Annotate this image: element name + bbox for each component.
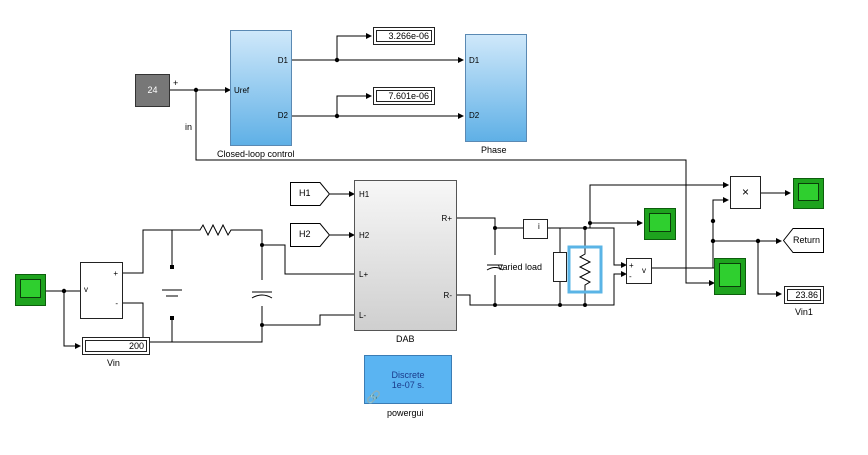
- vin-display[interactable]: 200: [82, 337, 150, 355]
- product-block[interactable]: ×: [730, 176, 761, 209]
- scope-power[interactable]: [793, 178, 824, 209]
- battery-symbol: [162, 289, 182, 297]
- closed-loop-control-block[interactable]: Uref D1 D2: [230, 30, 292, 146]
- port-d2-out: D2: [277, 111, 288, 120]
- wire-im-out: [548, 227, 586, 248]
- voltage-measurement-out[interactable]: + - v: [626, 258, 652, 284]
- phase-label: Phase: [481, 145, 507, 155]
- wire-left-top: [123, 229, 263, 274]
- powergui-mode: Discrete: [391, 370, 425, 380]
- dab-port-rminus: R-: [443, 291, 452, 300]
- port-phase-d1: D1: [469, 56, 480, 65]
- controlled-source-block[interactable]: [553, 252, 567, 282]
- voltage-measurement-block[interactable]: + - v: [80, 262, 123, 319]
- phase-block[interactable]: D1 D2: [465, 34, 527, 142]
- goto-shape-icon: [782, 228, 824, 253]
- wire-rminus: [457, 294, 585, 306]
- vsense-minus: -: [115, 299, 118, 308]
- selection-highlight: [567, 245, 603, 294]
- link-icon: 🔗: [366, 390, 381, 404]
- cap-out-symbol: [486, 264, 504, 271]
- h1-tag-label: H1: [299, 188, 311, 198]
- tag-shape-icon: [290, 223, 331, 247]
- return-label: Return: [793, 235, 821, 245]
- vin1-display[interactable]: 23.86: [784, 286, 824, 304]
- vsense-out: v: [84, 285, 88, 294]
- powergui-block[interactable]: Discrete 1e-07 s.: [364, 355, 452, 404]
- goto-return-tag[interactable]: Return: [782, 228, 824, 253]
- display-d1[interactable]: 3.266e-06: [373, 27, 435, 45]
- vm-minus: -: [629, 272, 632, 281]
- resistor-symbol: [193, 223, 232, 237]
- dab-port-h2: H2: [359, 231, 370, 240]
- varied-load-label: varied load: [498, 262, 543, 272]
- wire-vm-plus: [585, 227, 627, 268]
- wire-d2-display: [336, 93, 372, 116]
- load-resistor: [578, 248, 592, 290]
- h2-tag-label: H2: [299, 229, 311, 239]
- wire-in-scope: [685, 185, 715, 286]
- scope-left[interactable]: [15, 274, 46, 306]
- powergui-step: 1e-07 s.: [391, 380, 425, 390]
- vm-out: v: [642, 266, 646, 275]
- current-measurement-block[interactable]: i: [523, 219, 548, 239]
- dab-port-lplus: L+: [359, 270, 369, 279]
- wire-return-vin1: [757, 241, 782, 297]
- wire-im-scope: [548, 220, 643, 229]
- vsense-plus: +: [113, 269, 118, 278]
- from-h1-tag[interactable]: H1: [290, 182, 331, 206]
- dab-port-rplus: R+: [441, 214, 452, 223]
- powergui-label: powergui: [387, 408, 424, 418]
- im-label: i: [538, 222, 540, 231]
- display-d2[interactable]: 7.601e-06: [373, 87, 435, 105]
- wire-current-up: [589, 182, 729, 223]
- from-h2-tag[interactable]: H2: [290, 223, 331, 247]
- in-label: in: [185, 122, 193, 132]
- wire-vm-minus: [585, 271, 627, 306]
- capacitor-symbol: [251, 291, 273, 299]
- port-d1-out: D1: [277, 56, 288, 65]
- sum-plus-label: +: [173, 78, 179, 88]
- tag-shape-icon: [290, 182, 331, 206]
- dab-label: DAB: [396, 334, 415, 344]
- closed-loop-control-label: Closed-loop control: [217, 149, 295, 159]
- vm-plus: +: [629, 261, 634, 270]
- vin1-label: Vin1: [795, 307, 813, 317]
- wire-to-lplus: [262, 244, 354, 275]
- port-uref: Uref: [234, 86, 250, 95]
- wire-vm-out: [652, 197, 729, 269]
- port-phase-d2: D2: [469, 111, 480, 120]
- wire-d1-display: [336, 33, 372, 60]
- vin-label: Vin: [107, 358, 120, 368]
- dab-port-lminus: L-: [359, 311, 367, 320]
- scope-current[interactable]: [644, 208, 676, 240]
- dab-port-h1: H1: [359, 190, 370, 199]
- scope-voltage[interactable]: [714, 258, 746, 295]
- constant-block[interactable]: 24: [135, 74, 170, 107]
- wire-to-lminus: [262, 314, 354, 326]
- wire-vin-display: [63, 291, 81, 349]
- wire-rplus: [457, 217, 523, 229]
- dab-block[interactable]: H1 H2 L+ L- R+ R-: [354, 180, 457, 331]
